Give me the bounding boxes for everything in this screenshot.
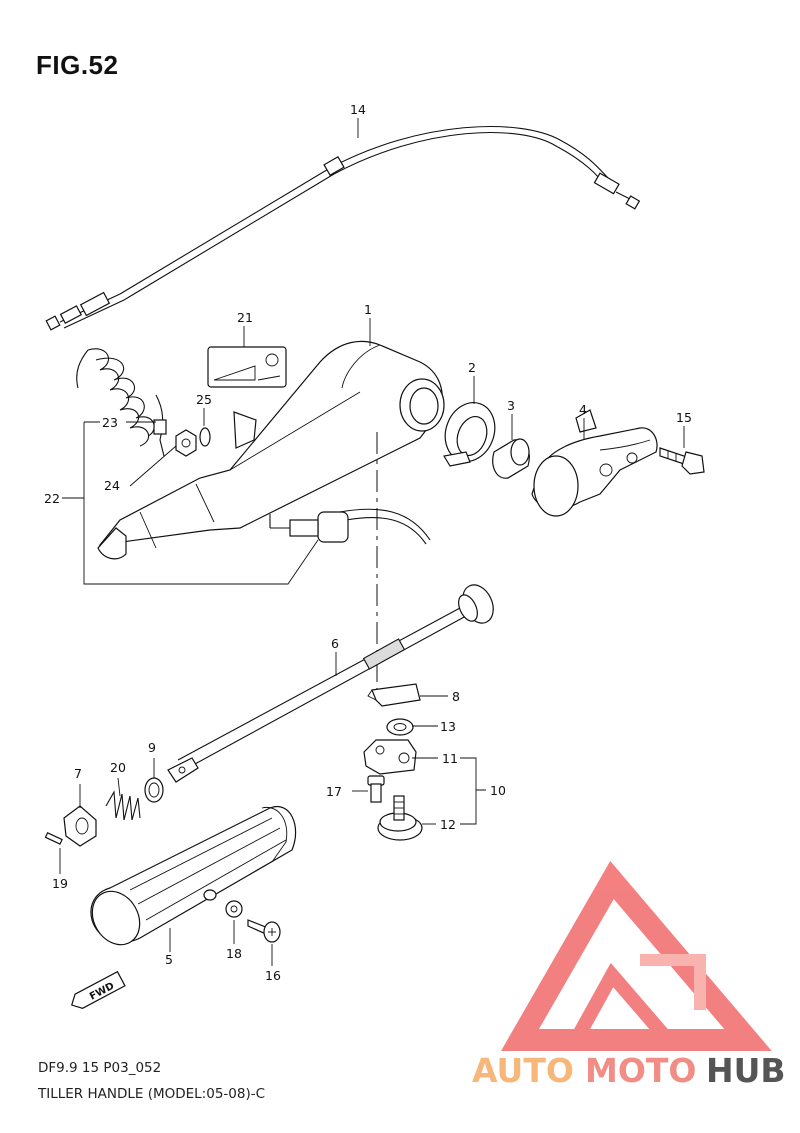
part-23-lanyard <box>76 348 167 457</box>
part-19-pin <box>44 832 63 845</box>
part-7-friction-piece <box>63 805 97 847</box>
callout-21: 21 <box>237 310 253 325</box>
watermark-hub: HUB <box>706 1051 786 1090</box>
callout-4: 4 <box>579 402 587 417</box>
part-3-collar <box>492 438 530 479</box>
part-11-cam <box>363 739 417 775</box>
callout-19: 19 <box>52 876 68 891</box>
part-5-grip <box>90 805 297 946</box>
part-16-screw <box>247 919 281 943</box>
part-24-nut <box>175 429 197 457</box>
callout-23: 23 <box>102 415 118 430</box>
part-12-stud <box>377 795 423 841</box>
part-2-bushing <box>443 402 496 467</box>
callout-8: 8 <box>452 689 460 704</box>
callout-22: 22 <box>44 491 60 506</box>
figure-name: TILLER HANDLE (MODEL:05-08)-C <box>38 1086 266 1102</box>
watermark-moto: MOTO <box>585 1051 696 1090</box>
callout-18: 18 <box>226 946 242 961</box>
watermark-wordmark: AUTO MOTO HUB <box>472 1051 786 1090</box>
figure-title: FIG.52 <box>36 50 119 80</box>
leader-lines <box>59 118 685 966</box>
part-15-bolt <box>659 447 705 475</box>
callout-3: 3 <box>507 398 515 413</box>
callout-7: 7 <box>74 766 82 781</box>
callout-12: 12 <box>440 817 456 832</box>
watermark-auto: AUTO <box>472 1051 574 1090</box>
watermark-logo <box>500 860 772 1051</box>
callout-17: 17 <box>326 784 342 799</box>
callout-14: 14 <box>350 102 366 117</box>
part-1-tiller-handle <box>97 340 445 560</box>
callout-9: 9 <box>148 740 156 755</box>
callout-20: 20 <box>110 760 126 775</box>
callout-25: 25 <box>196 392 212 407</box>
callout-10: 10 <box>490 783 506 798</box>
callout-15: 15 <box>676 410 692 425</box>
callout-24: 24 <box>104 478 120 493</box>
part-25-washer <box>199 427 211 447</box>
part-6-throttle-shaft <box>167 584 494 783</box>
part-17-screw <box>367 775 385 803</box>
part-13-washer <box>386 718 414 736</box>
part-20-spring <box>105 790 141 821</box>
callout-13: 13 <box>440 719 456 734</box>
callout-5: 5 <box>165 952 173 967</box>
part-9-collar <box>144 777 164 803</box>
callout-6: 6 <box>331 636 339 651</box>
part-21-decal <box>207 346 287 388</box>
figure-code: DF9.9 15 P03_052 <box>38 1060 162 1076</box>
callout-labels: 1 2 3 4 5 6 7 8 9 10 11 12 13 14 15 16 1… <box>44 102 692 983</box>
callout-16: 16 <box>265 968 281 983</box>
callout-1: 1 <box>364 302 372 317</box>
part-18-lock-washer <box>225 900 243 918</box>
callout-11: 11 <box>442 751 458 766</box>
part-14-throttle-cable <box>45 125 641 331</box>
fwd-badge: FWD <box>70 970 126 1009</box>
callout-2: 2 <box>468 360 476 375</box>
part-4-bracket <box>531 409 658 517</box>
part-8-plate <box>367 683 421 707</box>
